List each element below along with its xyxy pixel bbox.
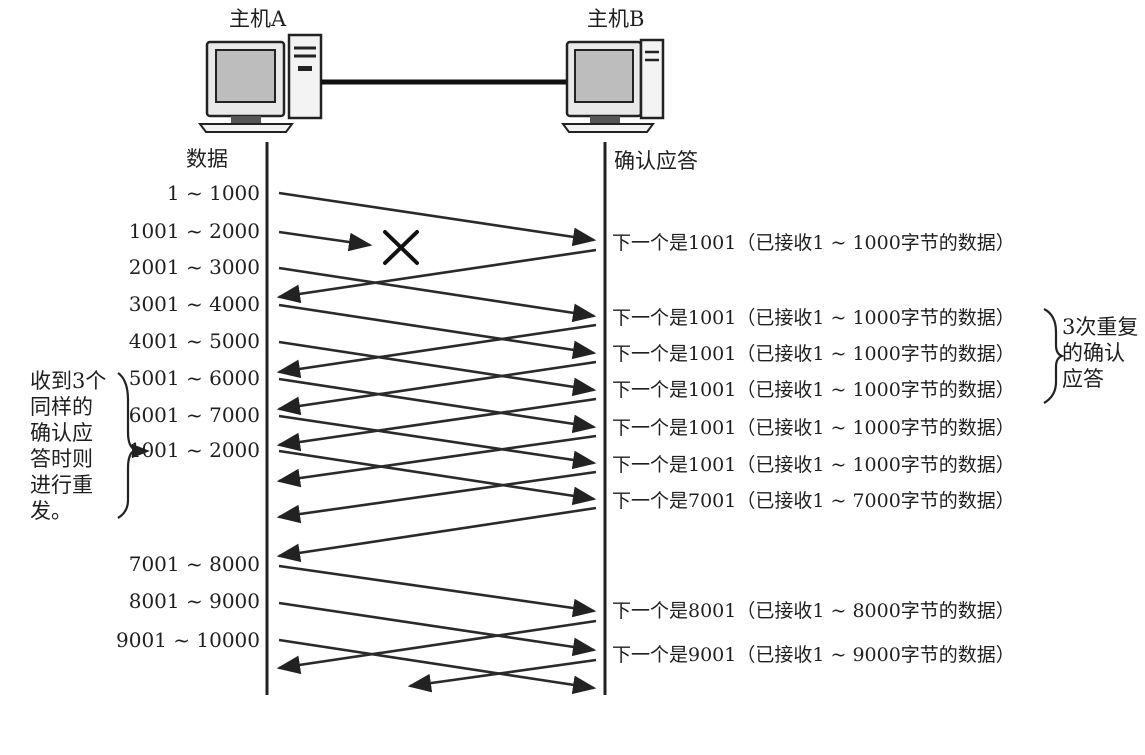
segment-label: 5001 ~ 6000 <box>128 366 260 390</box>
right-brace <box>1043 308 1066 404</box>
ack-column-header: 确认应答 <box>614 149 698 173</box>
ack-label: 下一个是1001（已接收1 ~ 1000字节的数据） <box>612 343 1015 365</box>
ack-arrow <box>276 506 597 563</box>
ack-arrow <box>276 434 597 488</box>
segment-label: 7001 ~ 8000 <box>128 552 260 576</box>
segment-arrow <box>278 601 597 657</box>
host-b-computer-icon <box>561 38 665 133</box>
ack-arrow <box>276 619 597 675</box>
retransmitted-segment-label: 1001 ~ 2000 <box>128 438 260 462</box>
ack-label: 下一个是1001（已接收1 ~ 1000字节的数据） <box>612 307 1015 329</box>
ack-arrow <box>276 470 597 524</box>
ack-arrow <box>276 397 597 452</box>
segment-label: 9001 ~ 10000 <box>116 628 260 652</box>
segment-label: 1 ~ 1000 <box>166 181 260 205</box>
segment-arrow <box>278 414 597 470</box>
segment-arrow-lost <box>278 230 373 252</box>
ack-arrow <box>276 323 597 379</box>
host-a-label: 主机A <box>229 7 287 31</box>
ack-arrow <box>276 360 597 416</box>
ack-label: 下一个是1001（已接收1 ~ 1000字节的数据） <box>612 417 1015 439</box>
host-a-computer-icon <box>198 33 323 133</box>
segment-label: 1001 ~ 2000 <box>128 219 260 243</box>
ack-label: 下一个是9001（已接收1 ~ 9000字节的数据） <box>612 644 1015 666</box>
packet-lost-x-icon <box>383 230 419 265</box>
segment-arrow <box>278 638 597 695</box>
segment-label: 8001 ~ 9000 <box>128 589 260 613</box>
segment-label: 2001 ~ 3000 <box>128 255 260 279</box>
ack-label: 下一个是1001（已接收1 ~ 1000字节的数据） <box>612 454 1015 476</box>
segment-arrow <box>278 266 597 323</box>
segment-label: 6001 ~ 7000 <box>128 403 260 427</box>
ack-arrow <box>407 658 597 693</box>
ack-label: 下一个是7001（已接收1 ~ 7000字节的数据） <box>612 490 1015 512</box>
segment-arrow <box>278 377 597 434</box>
segment-label: 3001 ~ 4000 <box>128 292 260 316</box>
segment-arrow <box>278 449 597 506</box>
host-b-label: 主机B <box>587 7 645 31</box>
ack-arrow <box>276 248 597 304</box>
data-column-header: 数据 <box>186 147 228 171</box>
segment-arrow <box>278 340 597 397</box>
ack-label: 下一个是1001（已接收1 ~ 1000字节的数据） <box>612 379 1015 401</box>
retransmit-note: 收到3个 同样的 确认应 答时则 进行重 发。 <box>30 369 107 523</box>
duplicate-ack-note: 3次重复 的确认 应答 <box>1062 315 1139 391</box>
segment-label: 4001 ~ 5000 <box>128 329 260 353</box>
ack-label: 下一个是1001（已接收1 ~ 1000字节的数据） <box>612 232 1015 254</box>
segment-arrow <box>278 303 597 360</box>
ack-label: 下一个是8001（已接收1 ~ 8000字节的数据） <box>612 600 1015 622</box>
segment-arrow <box>278 564 597 618</box>
segment-arrow <box>278 191 597 247</box>
